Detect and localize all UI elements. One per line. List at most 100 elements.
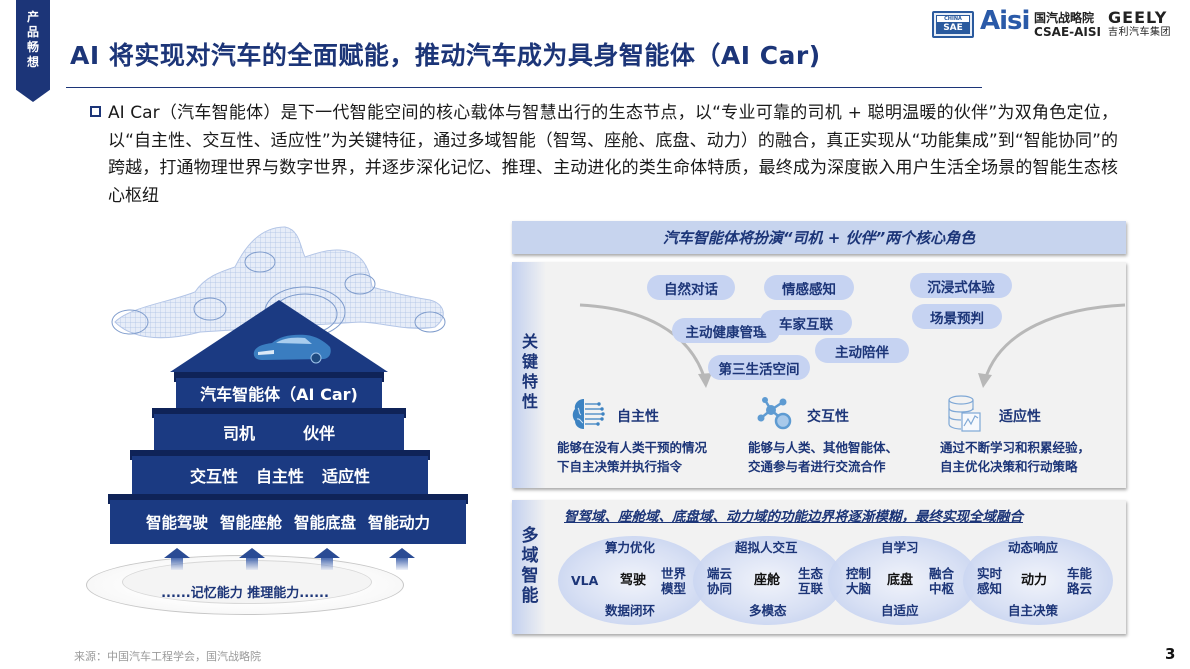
power-left-line: 实时 (977, 566, 1003, 581)
tier-label-smart-driving: 智能驾驶 (145, 514, 208, 532)
tier-ledge (174, 372, 384, 382)
tier-ledge (152, 408, 406, 418)
power-core: 动力 (1021, 573, 1048, 588)
tier-label-smart-chassis: 智能底盘 (294, 514, 357, 532)
power-right-line: 路云 (1067, 581, 1093, 596)
key-features-label: 关 键 特 性 (520, 332, 540, 412)
side-char: 能 (521, 586, 539, 606)
pyramid-tier-roles: 司机 伙伴 (154, 414, 404, 450)
car-icon (253, 334, 331, 364)
power-top: 动态响应 (1008, 540, 1059, 555)
cockpit-top: 超拟人交互 (735, 540, 798, 555)
domain-ellipse-power (963, 536, 1113, 625)
side-char: 特 (521, 372, 538, 391)
page-number: 3 (1165, 645, 1176, 663)
arrow-up-icon (239, 548, 265, 570)
feature-title-interactivity: 交互性 (807, 409, 849, 425)
cockpit-right-line: 互联 (798, 581, 824, 596)
network-icon (757, 397, 792, 430)
cockpit-left-line: 端云 (707, 566, 733, 581)
pill-immersive-experience: 沉浸式体验 (910, 273, 1012, 298)
sae-logo-top: CHINA (936, 15, 970, 23)
cockpit-right: 生态 互联 (798, 566, 823, 596)
feature-desc-line: 自主优化决策和行动策略 (940, 459, 1078, 474)
feature-desc-autonomy: 能够在没有人类干预的情况 下自主决策并执行指令 (557, 438, 707, 476)
tier-ledge (108, 494, 468, 504)
feature-desc-line: 下自主决策并执行指令 (557, 459, 683, 474)
chassis-left-line: 控制 (846, 566, 872, 581)
database-chart-icon (948, 395, 981, 432)
pill-third-living-space: 第三生活空间 (708, 355, 810, 380)
aisi-logo: Aisi (980, 6, 1030, 36)
feature-desc-adaptability: 通过不断学习和积累经验， 自主优化决策和行动策略 (940, 438, 1090, 476)
side-char: 域 (521, 546, 539, 566)
tier-label-smart-power: 智能动力 (368, 514, 431, 532)
tier-label-smart-cockpit: 智能座舱 (219, 514, 282, 532)
power-right: 车能 路云 (1067, 566, 1092, 596)
roles-banner: 汽车智能体将扮演“司机 + 伙伴”两个核心角色 (512, 221, 1126, 254)
pyramid-tier-domains: 智能驾驶 智能座舱 智能底盘 智能动力 (110, 500, 466, 544)
chassis-top: 自学习 (881, 540, 919, 555)
cockpit-left: 端云 协同 (707, 566, 732, 596)
section-tag-char: 品 (26, 25, 39, 39)
pyramid-tier-traits: 交互性 自主性 适应性 (132, 456, 428, 494)
section-tag-char: 产 (26, 10, 39, 24)
side-char: 关 (521, 332, 538, 351)
driving-top: 算力优化 (605, 540, 656, 555)
pill-scene-prediction: 场景预判 (912, 304, 1002, 329)
bullet-square-icon (90, 106, 101, 117)
panel-side-gradient (512, 262, 546, 488)
intro-paragraph: AI Car（汽车智能体）是下一代智能空间的核心载体与智慧出行的生态节点，以“专… (108, 103, 1118, 206)
side-char: 性 (521, 392, 538, 411)
multi-domain-label: 多 域 智 能 (520, 526, 540, 606)
driving-core: 驾驶 (620, 573, 647, 588)
pill-emotion-perception: 情感感知 (764, 275, 854, 300)
driving-left: VLA (571, 573, 599, 588)
feature-title-autonomy: 自主性 (617, 409, 659, 425)
pill-car-home: 车家互联 (760, 310, 852, 335)
pyramid-tier-ai-car: 汽车智能体（AI Car) (176, 378, 382, 408)
chassis-left: 控制 大脑 (846, 566, 871, 596)
chassis-left-line: 大脑 (846, 581, 872, 596)
tier-label-driver: 司机 (222, 424, 255, 443)
panel-side-gradient (512, 500, 546, 634)
brain-icon (572, 399, 605, 429)
power-bottom: 自主决策 (1008, 603, 1059, 618)
page-title: AI 将实现对汽车的全面赋能，推动汽车成为具身智能体（AI Car) (70, 41, 821, 70)
csae-aisi-logo: 国汽战略院 CSAE-AISI (1034, 11, 1101, 39)
title-divider (66, 87, 982, 88)
geely-en-name: GEELY (1108, 8, 1168, 27)
section-tag-char: 畅 (26, 40, 39, 54)
sae-logo-bottom: SAE (936, 23, 970, 34)
arrow-up-icon (389, 548, 415, 570)
csae-en-name: CSAE-AISI (1034, 25, 1101, 39)
tier-label-adaptability: 适应性 (322, 467, 371, 486)
tier-label-ai-car: 汽车智能体（AI Car) (200, 385, 358, 404)
csae-cn-name: 国汽战略院 (1034, 11, 1095, 25)
cockpit-left-line: 协同 (707, 581, 733, 596)
driving-right-line: 世界 (661, 566, 687, 581)
feature-desc-line: 通过不断学习和积累经验， (940, 440, 1091, 455)
geely-cn-name: 吉利汽车集团 (1108, 27, 1171, 38)
power-right-line: 车能 (1067, 566, 1093, 581)
driving-bottom: 数据闭环 (605, 603, 656, 618)
feature-desc-interactivity: 能够与人类、其他智能体、 交通参与者进行交流合作 (748, 438, 898, 476)
tier-label-partner: 伙伴 (303, 424, 336, 443)
arrow-up-icon (314, 548, 340, 570)
pill-proactive-companion: 主动陪伴 (815, 338, 909, 363)
domain-fusion-headline: 智驾域、座舱域、底盘域、动力域的功能边界将逐渐模糊，最终实现全域融合 (564, 509, 1023, 525)
cockpit-right-line: 生态 (798, 566, 824, 581)
foundation-label: ......记忆能力 推理能力...... (161, 586, 329, 601)
pill-natural-dialogue: 自然对话 (647, 275, 735, 300)
section-tag-char: 想 (26, 55, 39, 69)
tier-label-interactivity: 交互性 (189, 467, 238, 486)
feature-desc-line: 能够在没有人类干预的情况 (557, 440, 708, 455)
section-tag: 产 品 畅 想 (16, 0, 50, 102)
curved-arrows (579, 303, 1126, 388)
feature-desc-line: 交通参与者进行交流合作 (748, 459, 886, 474)
power-left: 实时 感知 (977, 566, 1002, 596)
side-char: 键 (521, 352, 538, 371)
feature-desc-line: 能够与人类、其他智能体、 (748, 440, 899, 455)
feature-title-adaptability: 适应性 (999, 409, 1041, 425)
driving-right: 世界 模型 (661, 566, 686, 596)
